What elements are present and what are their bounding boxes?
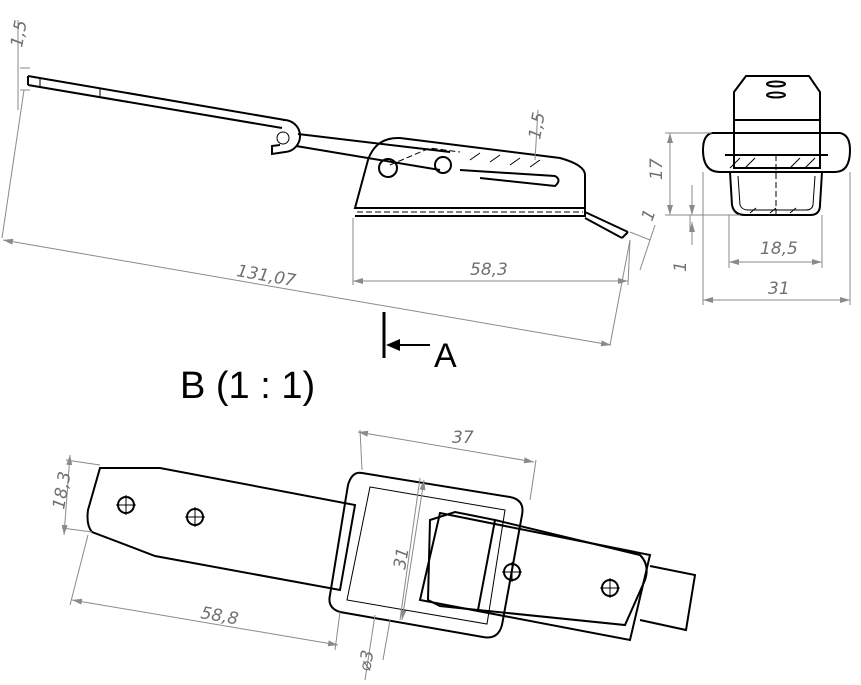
dim-housing-length: 58,3: [470, 260, 508, 280]
lever-arm: [295, 133, 451, 171]
tip: [584, 211, 629, 239]
strap-plate: [27, 75, 286, 129]
dim-end-inner-width: 18,5: [760, 239, 798, 259]
dim-tip-thickness: 1: [638, 207, 660, 224]
dim-plan-frame-length: 37: [452, 428, 474, 448]
dim-end-height: 17: [647, 158, 667, 180]
dim-plan-frame-width: 31: [390, 546, 413, 571]
section-label: A: [434, 337, 457, 375]
plan-view: 37 18,3 31 58,8 ⌀3: [49, 428, 697, 681]
side-view: 1,5 131,07 58,3 1,5 1: [1, 19, 660, 347]
dim-plan-wire-diameter: ⌀3: [355, 649, 378, 673]
dim-plan-plate-width: 18,3: [49, 470, 75, 511]
plan-lever: [418, 511, 652, 642]
plan-frame: [328, 471, 524, 639]
view-title: B (1 : 1): [180, 365, 315, 407]
dim-plan-plate-length: 58,8: [199, 603, 240, 629]
end-view: 17 1 18,5 31: [647, 75, 852, 305]
dim-side-thickness: 1,5: [7, 19, 31, 49]
housing: [353, 136, 586, 217]
dim-end-outer-width: 31: [768, 279, 790, 299]
dim-overall-length: 131,07: [235, 261, 297, 291]
section-marker: A: [382, 312, 457, 375]
dim-end-base: 1: [671, 261, 691, 272]
hook: [271, 118, 301, 156]
plan-plate: [86, 467, 357, 592]
